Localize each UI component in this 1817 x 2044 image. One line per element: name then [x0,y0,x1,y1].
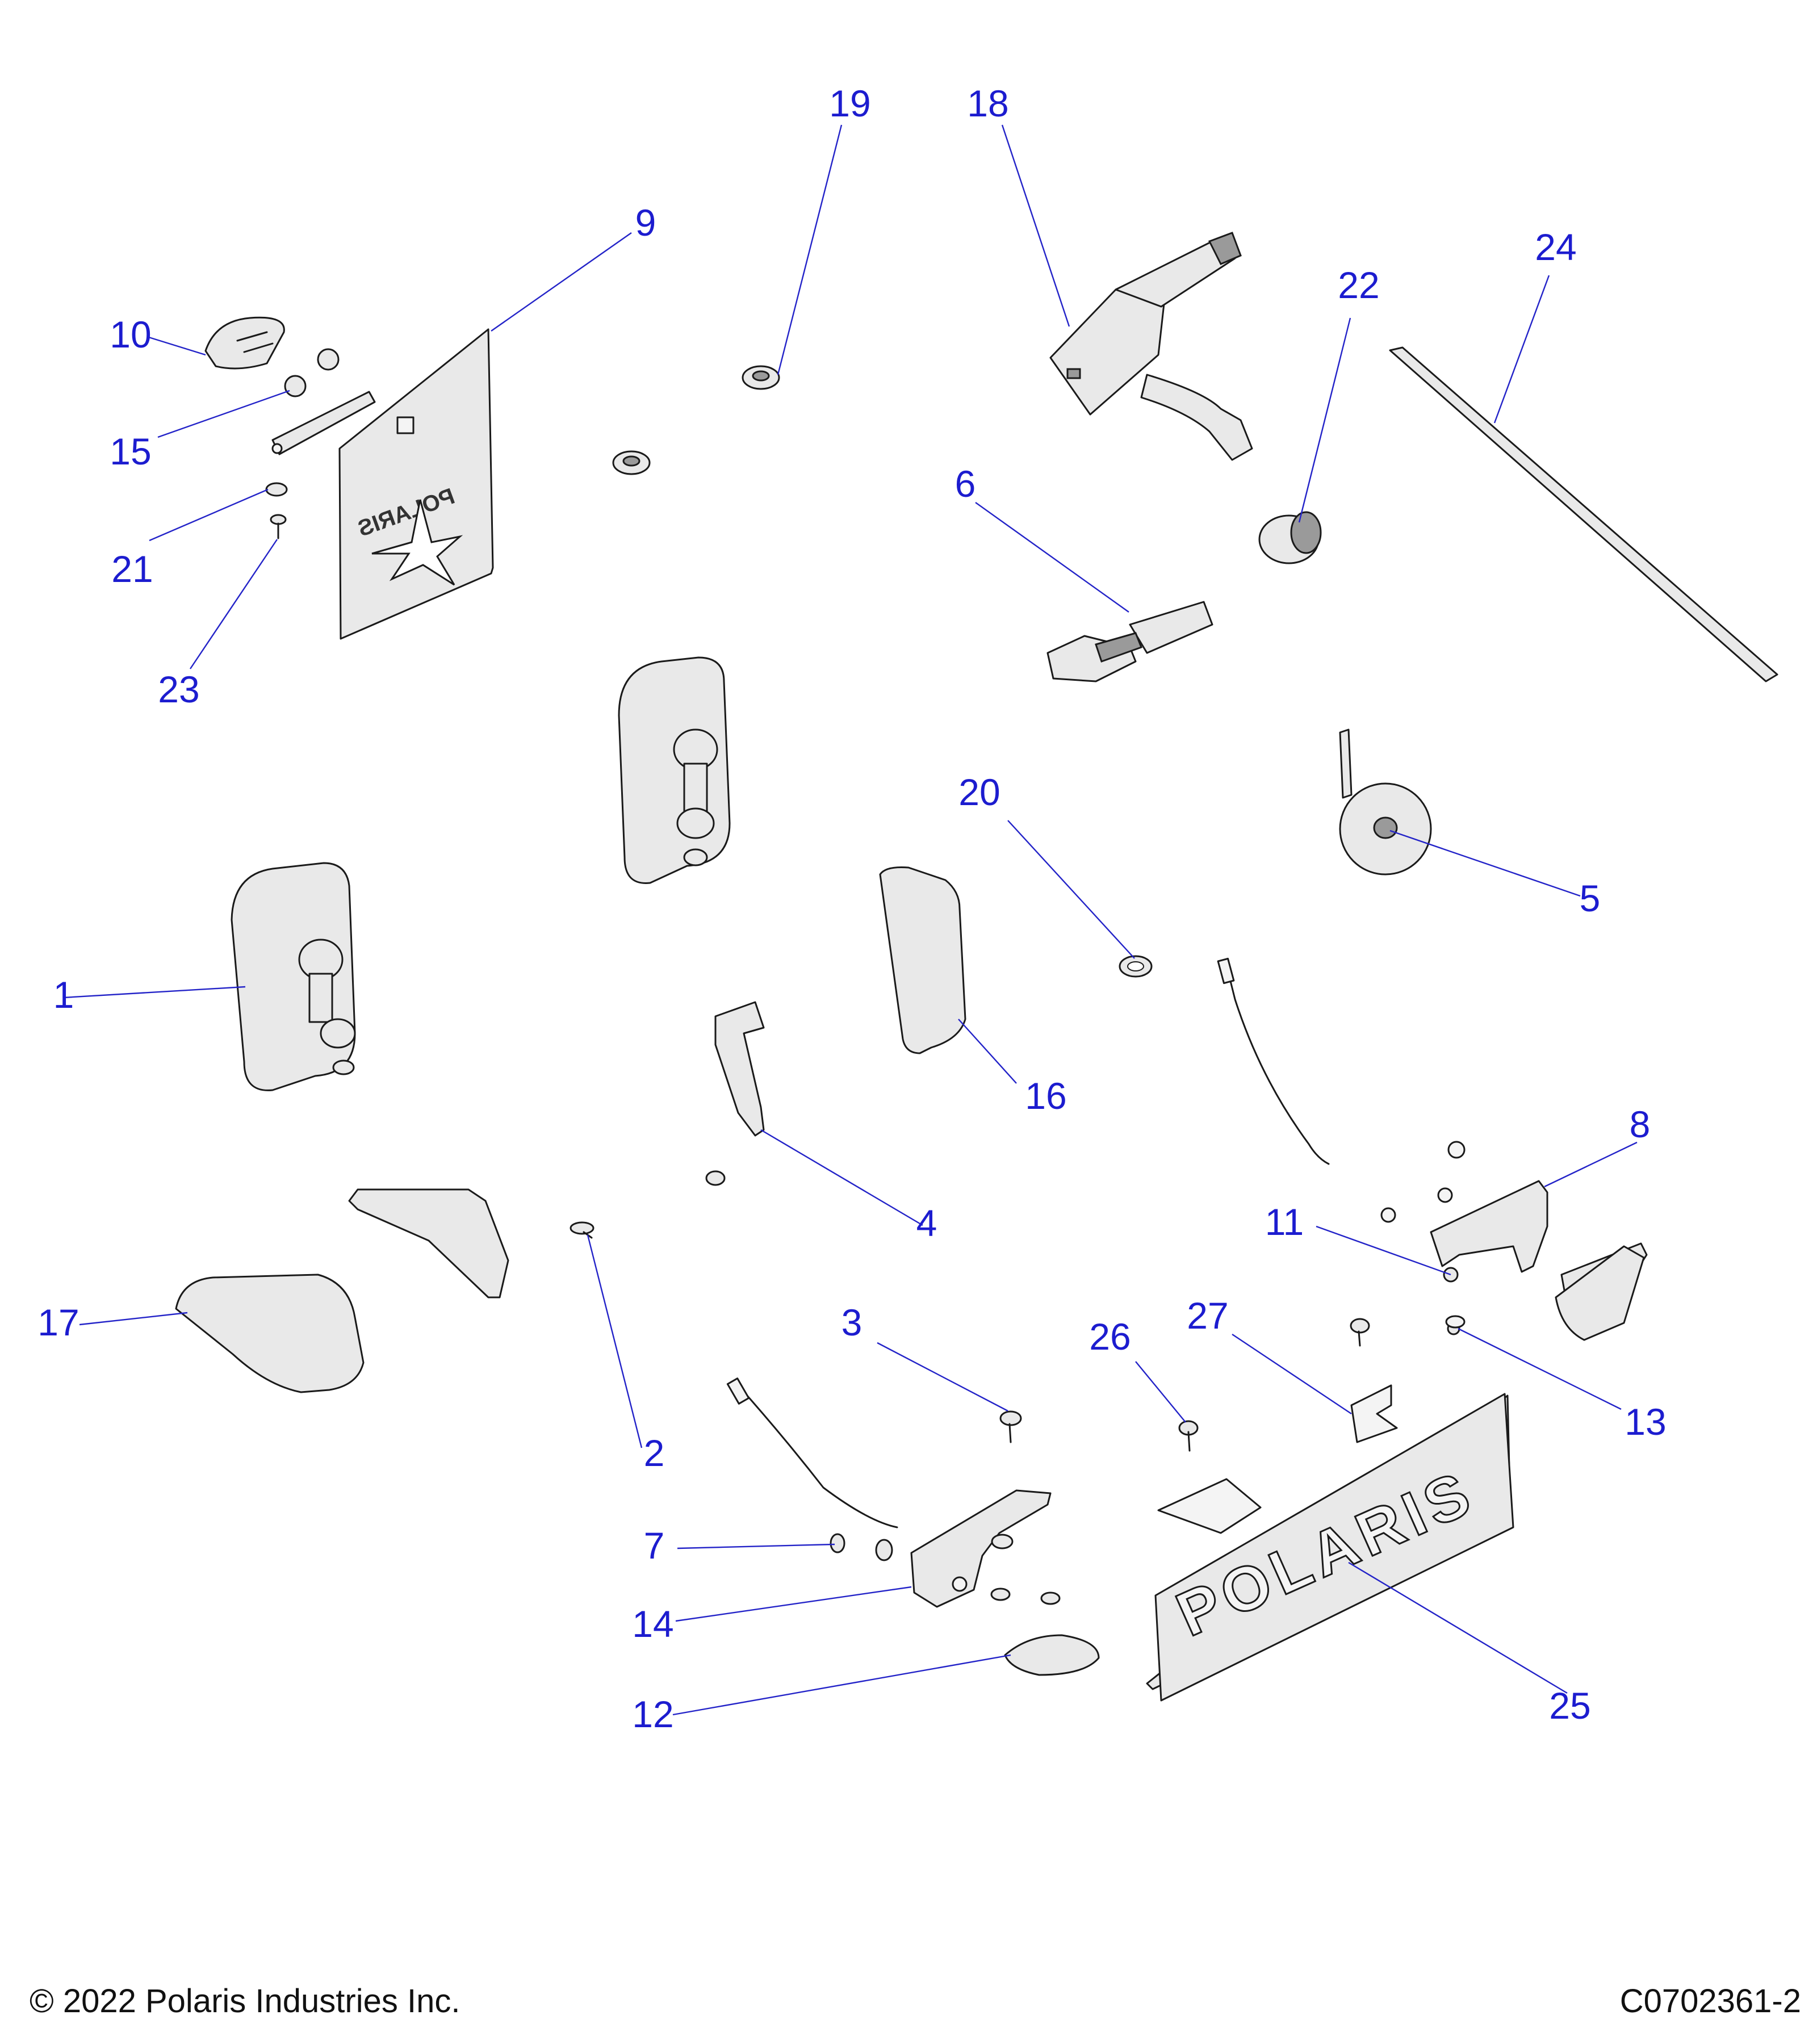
light-10 [204,316,285,370]
callout-20: 20 [958,771,1000,813]
screw-13b [1445,1315,1466,1329]
callout-9: 9 [635,202,656,244]
callout-8: 8 [1630,1103,1651,1145]
light-8 [1555,1245,1645,1341]
cable-8 [1225,964,1330,1165]
callout-18: 18 [967,82,1008,124]
nut-14a [875,1539,893,1561]
mirror-unlabeled [618,656,731,884]
nut-15a [284,375,307,397]
callout-6: 6 [955,463,976,505]
screw-23 [270,514,287,539]
grommet-19 [612,365,780,475]
callout-19: 19 [829,82,870,124]
nut-14b [991,1534,1014,1549]
nut-4 [705,1170,726,1186]
callout-23: 23 [158,668,199,710]
callout-22: 22 [1338,264,1379,306]
callout-27: 27 [1187,1295,1228,1337]
mirror-1 [231,862,356,1091]
bolt-27 [1350,1318,1370,1347]
callout-25: 25 [1549,1685,1590,1727]
bracket-4 [714,1001,765,1137]
pin-2 [570,1221,594,1239]
callout-labels: 1 2 3 4 5 6 7 8 9 10 11 12 13 14 15 16 1… [37,82,1666,1735]
callout-16: 16 [1025,1075,1066,1117]
plate-bracket-9: POLARIS [271,328,494,640]
callout-4: 4 [916,1202,937,1244]
callout-21: 21 [111,548,153,590]
bracket-14 [726,1377,1061,1608]
drawing-number: C0702361-2 [1619,1983,1801,2020]
leader-lines [63,124,1638,1716]
cover-17 [175,1274,365,1393]
callout-13: 13 [1625,1401,1666,1443]
nut-15b [317,348,340,371]
copyright-notice: © 2022 Polaris Industries Inc. [30,1983,460,2020]
plate-bracket-25: POLARIS [1146,1384,1514,1702]
screw-14 [1040,1591,1061,1605]
callout-7: 7 [644,1524,665,1566]
clamp-20 [1119,955,1153,978]
callout-14: 14 [632,1603,673,1645]
callout-17: 17 [37,1301,79,1343]
cap-22 [1258,511,1322,564]
callout-11: 11 [1265,1201,1304,1243]
callout-10: 10 [110,313,151,355]
screw-3 [999,1410,1022,1443]
callout-1: 1 [53,974,74,1016]
bracket-unlabeled [348,1188,509,1299]
callout-15: 15 [110,430,151,472]
strip-24 [1389,346,1778,682]
nut-14c [990,1588,1011,1601]
horn-5 [1339,728,1432,876]
callout-5: 5 [1580,877,1601,919]
nut-7 [830,1533,845,1553]
washer-21 [265,482,288,497]
switch-18 [1049,232,1253,461]
callout-3: 3 [841,1301,863,1343]
light-12 [1004,1634,1100,1676]
bolt-26 [1178,1420,1199,1452]
callout-12: 12 [632,1693,673,1735]
callout-2: 2 [644,1432,665,1474]
module-6 [1046,601,1213,682]
callout-24: 24 [1535,226,1576,268]
callout-26: 26 [1089,1316,1131,1358]
cover-16 [879,866,966,1054]
